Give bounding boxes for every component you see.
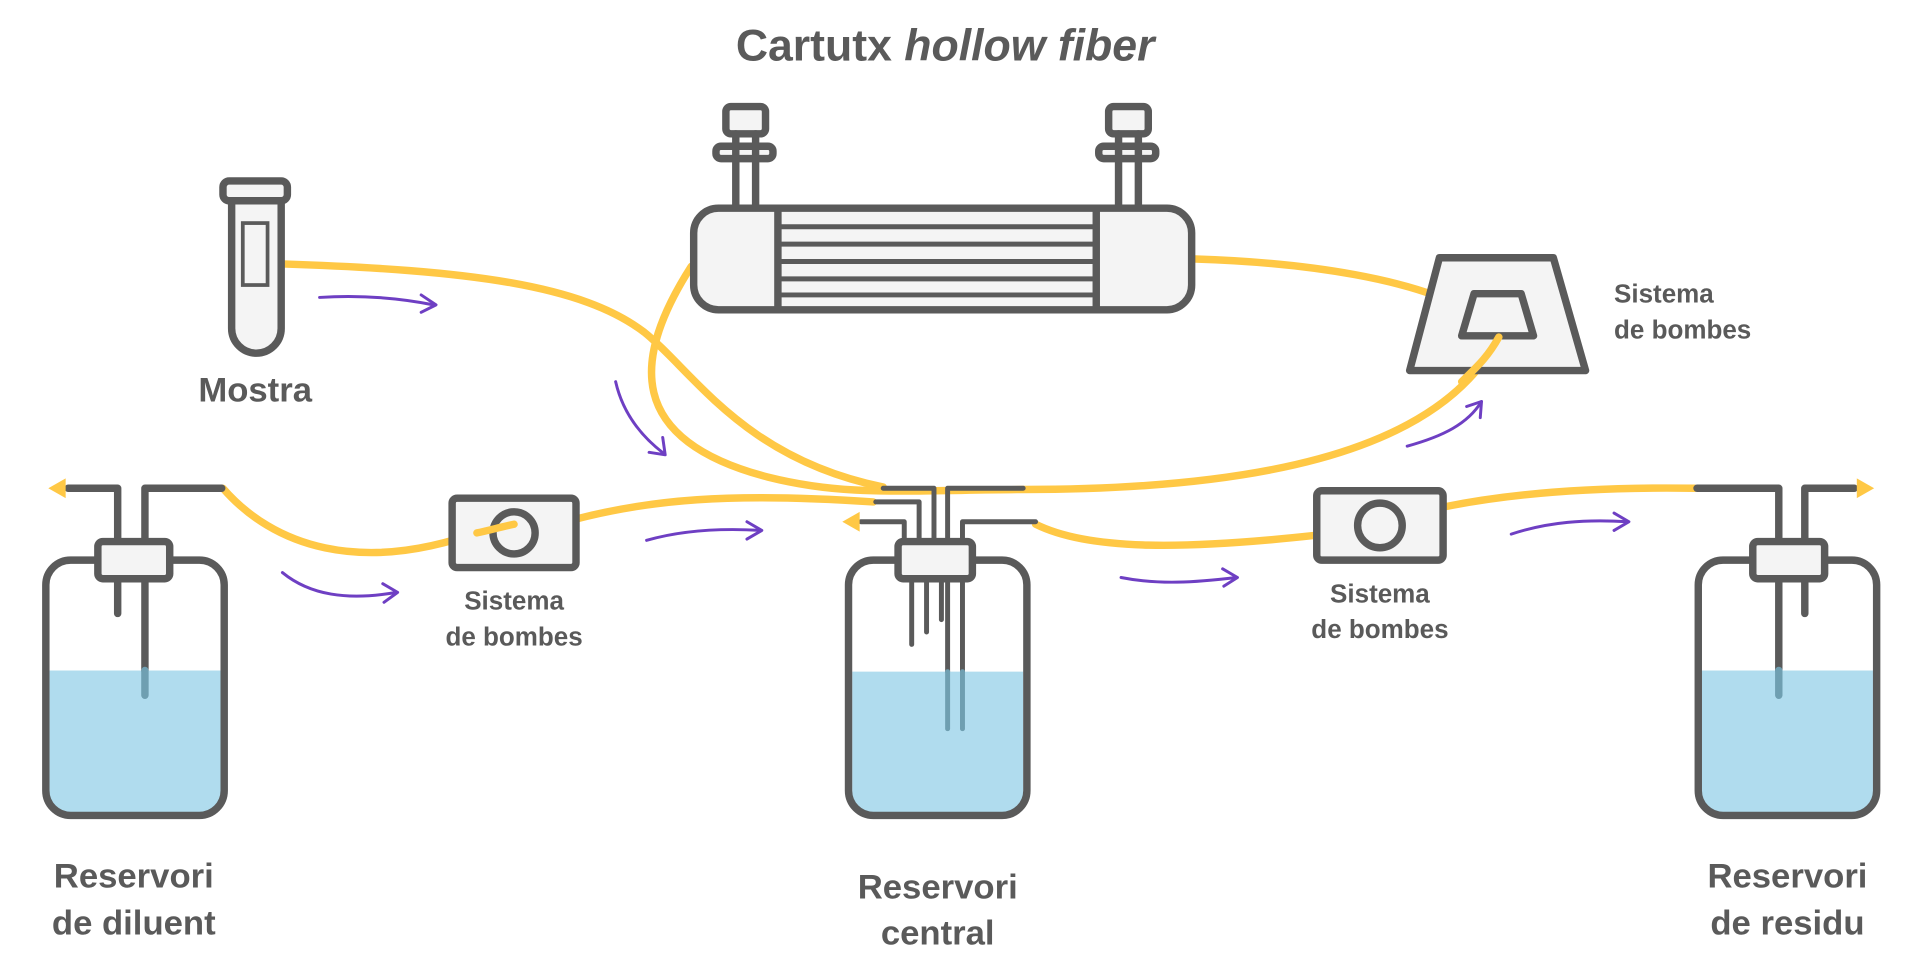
flow-arrow-icon <box>280 571 400 604</box>
waste-reservoir <box>1693 478 1881 820</box>
label-pump-left-1: Sistema <box>464 586 564 616</box>
label-pump-top-2: de bombes <box>1614 314 1751 344</box>
tube-diluent-to-pump <box>219 484 487 557</box>
tube-sample-to-central <box>278 260 887 491</box>
label-pump-right-2: de bombes <box>1311 614 1448 644</box>
label-sample: Mostra <box>198 372 312 410</box>
title-italic: hollow fiber <box>904 22 1157 71</box>
tube-pump-to-waste <box>1440 484 1699 511</box>
flow-arrow-icon <box>1405 400 1483 448</box>
tubing <box>219 255 1699 557</box>
flow-arrow-icon <box>1119 567 1239 588</box>
label-pump-left-2: de bombes <box>445 622 582 652</box>
outlet-arrow-icon <box>48 478 66 499</box>
label-waste-2: de residu <box>1710 904 1864 942</box>
label-pump-top-1: Sistema <box>1614 278 1714 308</box>
diagram-title: Cartutx hollow fiber <box>736 22 1157 71</box>
central-reservoir <box>842 485 1039 820</box>
label-waste-1: Reservori <box>1707 857 1867 895</box>
tube-through-left-pump <box>473 520 518 537</box>
tube-cartridge-loop <box>647 262 1503 495</box>
flow-arrows <box>280 293 1631 604</box>
flow-arrow-icon <box>645 520 764 542</box>
tube-pump-to-central <box>537 493 878 533</box>
title-main: Cartutx <box>736 22 892 71</box>
hollow-fiber-cartridge <box>689 102 1196 314</box>
flow-arrow-icon <box>318 293 438 314</box>
hollow-fibers <box>777 224 1097 298</box>
flow-arrow-icon <box>1509 511 1631 536</box>
label-pump-right-1: Sistema <box>1330 578 1430 608</box>
label-diluent-1: Reservori <box>54 857 214 895</box>
pump-right <box>1313 487 1447 564</box>
diluent-reservoir <box>42 478 228 820</box>
sample-test-tube <box>219 177 292 357</box>
outlet-arrow-icon <box>842 511 860 532</box>
tube-central-to-pump <box>1031 520 1320 549</box>
label-central-2: central <box>881 914 995 952</box>
label-diluent-2: de diluent <box>52 904 216 942</box>
pump-top <box>1405 254 1590 375</box>
flow-arrow-icon <box>614 380 667 457</box>
label-central-1: Reservori <box>858 868 1018 906</box>
pump-left <box>448 494 580 572</box>
outlet-arrow-icon <box>1856 478 1875 499</box>
tube-pump-exit <box>1457 333 1503 386</box>
